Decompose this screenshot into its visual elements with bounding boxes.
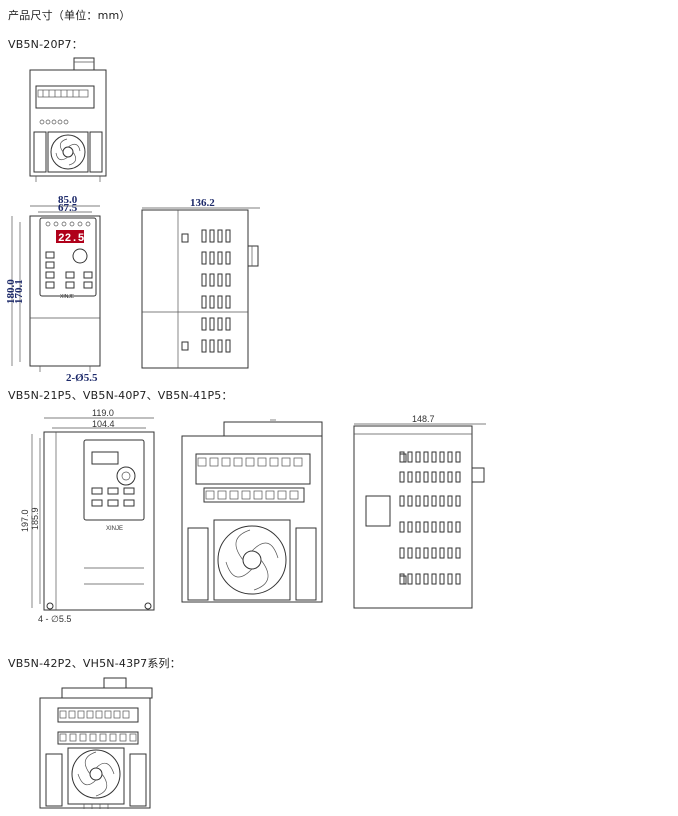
section-label-vb5n-20p7: VB5N-20P7： [8,38,83,51]
dim-width-inner-2: 104.4 [92,419,115,429]
dim-mounting-holes: 2-Ø5.5 [66,372,98,384]
dim-width-outer: 85.0 [58,194,78,206]
dim-depth-2: 148.7 [412,414,435,424]
section-label-vb5n-42p2: VB5N-42P2、VH5N-43P7系列： [8,657,181,670]
dim-mounting-holes-2: 4 - ∅5.5 [38,614,71,624]
front-brand-large: XINJE [106,526,123,532]
drawing-vb5n-21p5-front-view: 119.0 104.4 197.0 185.9 XINJE 4 - ∅5.5 [20,408,155,624]
dim-depth: 136.2 [190,197,215,209]
drawing-vb5n-21p5-side-view: 148.7 [353,414,486,609]
drawing-vb5n-21p5-open-view [181,419,323,603]
drawing-vb5n-20p7-side-view: 136.2 [141,197,260,369]
dim-height-inner-2: 185.9 [30,507,40,530]
dim-width-outer-2: 119.0 [92,408,114,418]
page-heading: 产品尺寸（单位：mm） [8,9,131,22]
drawing-vb5n-20p7-front-view: 85.0 67.5 180.0 170.1 22.5 XINJE 2-Ø5.5 [5,194,101,384]
display-readout: 22.5 [58,233,85,245]
dim-width-inner: 67.5 [58,202,78,214]
front-brand-small: XINJE [60,294,75,300]
drawing-vb5n-20p7-open-view [29,57,107,182]
section-label-vb5n-21p5: VB5N-21P5、VB5N-40P7、VB5N-41P5： [8,389,233,402]
dim-height-inner: 170.1 [13,279,25,304]
drawing-vb5n-42p2-open-view [39,677,153,809]
dim-height-outer: 180.0 [5,279,17,304]
dim-height-outer-2: 197.0 [20,509,30,532]
